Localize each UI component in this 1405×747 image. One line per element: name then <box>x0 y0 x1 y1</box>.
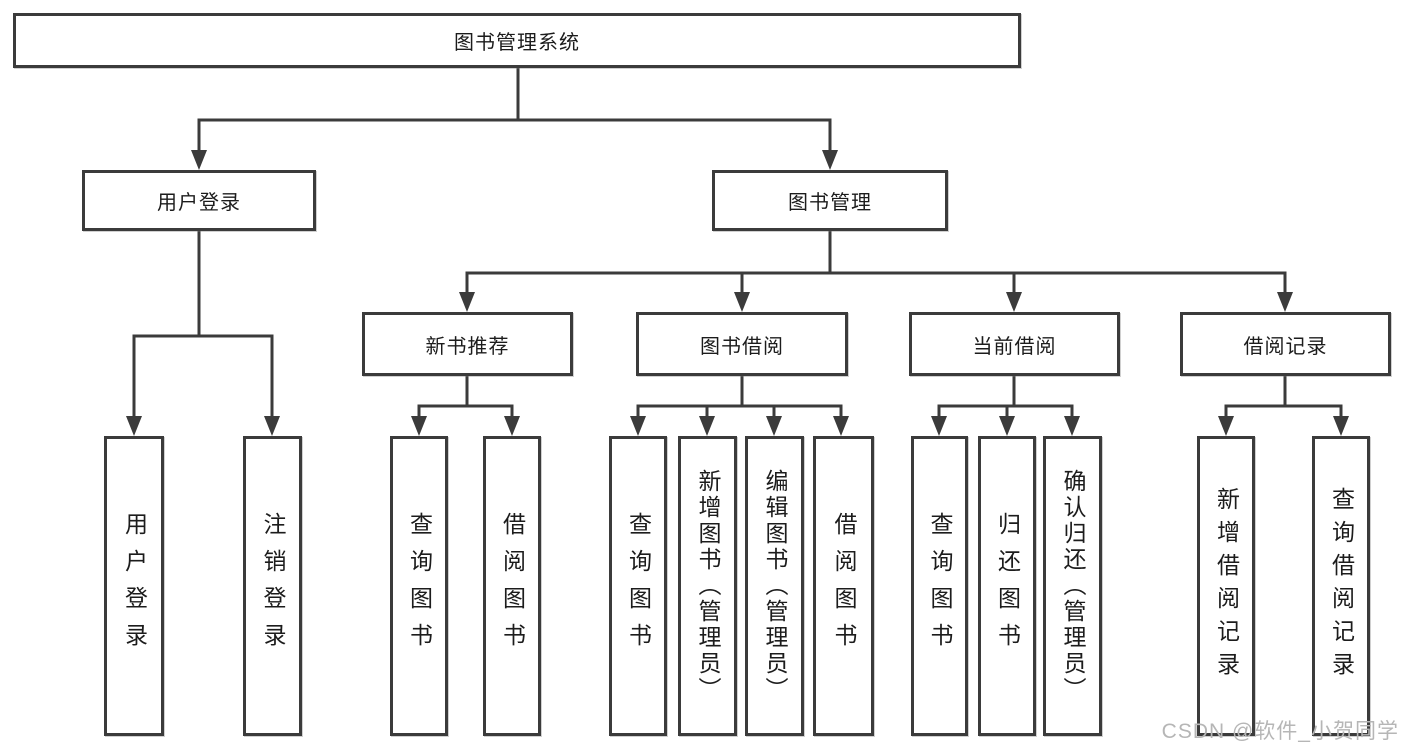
leaf-query-books: 查询图书 <box>911 436 968 736</box>
leaf-query-books-label: 查询图书 <box>927 512 953 660</box>
arrow-down-icon <box>411 416 427 436</box>
leaf-logout: 注销登录 <box>243 436 302 736</box>
arrow-down-icon <box>822 150 838 170</box>
arrow-down-icon <box>1218 416 1234 436</box>
arrow-down-icon <box>1064 416 1080 436</box>
node-user-login-branch-label: 用户登录 <box>157 192 241 214</box>
node-new-book-recommend: 新书推荐 <box>362 312 573 376</box>
leaf-return-books-label: 归还图书 <box>994 512 1021 660</box>
leaf-query-books-label: 查询图书 <box>625 512 652 660</box>
arrow-down-icon <box>191 150 207 170</box>
leaf-add-books-admin: 新增图书（管理员） <box>678 436 737 736</box>
arrow-down-icon <box>931 416 947 436</box>
arrow-down-icon <box>1277 292 1293 312</box>
leaf-borrow-books: 借阅图书 <box>483 436 541 736</box>
leaf-user-login-label: 用户登录 <box>121 512 148 660</box>
arrow-down-icon <box>264 416 280 436</box>
leaf-add-books-admin-label: 新增图书（管理员） <box>695 469 721 703</box>
leaf-borrow-books-label: 借阅图书 <box>831 512 857 660</box>
leaf-query-borrow-record: 查询借阅记录 <box>1312 436 1370 736</box>
node-borrow-records-label: 借阅记录 <box>1243 335 1328 358</box>
node-current-borrowing: 当前借阅 <box>909 312 1120 376</box>
arrow-down-icon <box>459 292 475 312</box>
arrow-down-icon <box>630 416 646 436</box>
leaf-edit-books-admin: 编辑图书（管理员） <box>745 436 804 736</box>
leaf-query-books: 查询图书 <box>609 436 667 736</box>
node-book-borrowing: 图书借阅 <box>636 312 848 376</box>
node-book-mgmt-branch: 图书管理 <box>712 170 948 231</box>
leaf-query-borrow-record-label: 查询借阅记录 <box>1328 487 1355 685</box>
node-root-label: 图书管理系统 <box>454 32 580 54</box>
leaf-return-books: 归还图书 <box>978 436 1036 736</box>
leaf-add-borrow-record: 新增借阅记录 <box>1197 436 1255 736</box>
node-new-book-recommend-label: 新书推荐 <box>425 335 510 358</box>
leaf-confirm-return-admin-label: 确认归还（管理员） <box>1060 469 1086 703</box>
node-borrow-records: 借阅记录 <box>1180 312 1391 376</box>
arrow-down-icon <box>504 416 520 436</box>
leaf-logout-label: 注销登录 <box>260 512 286 660</box>
arrow-down-icon <box>766 416 782 436</box>
leaf-borrow-books: 借阅图书 <box>813 436 874 736</box>
arrow-down-icon <box>1333 416 1349 436</box>
leaf-edit-books-admin-label: 编辑图书（管理员） <box>762 469 788 703</box>
arrow-down-icon <box>734 292 750 312</box>
csdn-watermark: CSDN @软件_小贺同学 <box>1161 720 1399 743</box>
arrow-down-icon <box>699 416 715 436</box>
connector-paths <box>132 66 1343 420</box>
arrow-down-icon <box>999 416 1015 436</box>
leaf-query-books: 查询图书 <box>390 436 448 736</box>
node-current-borrowing-label: 当前借阅 <box>972 335 1057 358</box>
arrow-down-icon <box>126 416 142 436</box>
leaf-confirm-return-admin: 确认归还（管理员） <box>1043 436 1102 736</box>
node-user-login-branch: 用户登录 <box>82 170 316 231</box>
arrow-down-icon <box>1006 292 1022 312</box>
node-root: 图书管理系统 <box>13 13 1021 68</box>
leaf-user-login: 用户登录 <box>104 436 164 736</box>
node-book-borrowing-label: 图书借阅 <box>700 335 784 358</box>
leaf-query-books-label: 查询图书 <box>406 512 433 660</box>
arrowheads <box>126 150 1349 436</box>
arrow-down-icon <box>833 416 849 436</box>
leaf-add-borrow-record-label: 新增借阅记录 <box>1213 487 1240 685</box>
node-book-mgmt-branch-label: 图书管理 <box>788 192 872 214</box>
leaf-borrow-books-label: 借阅图书 <box>499 512 526 660</box>
